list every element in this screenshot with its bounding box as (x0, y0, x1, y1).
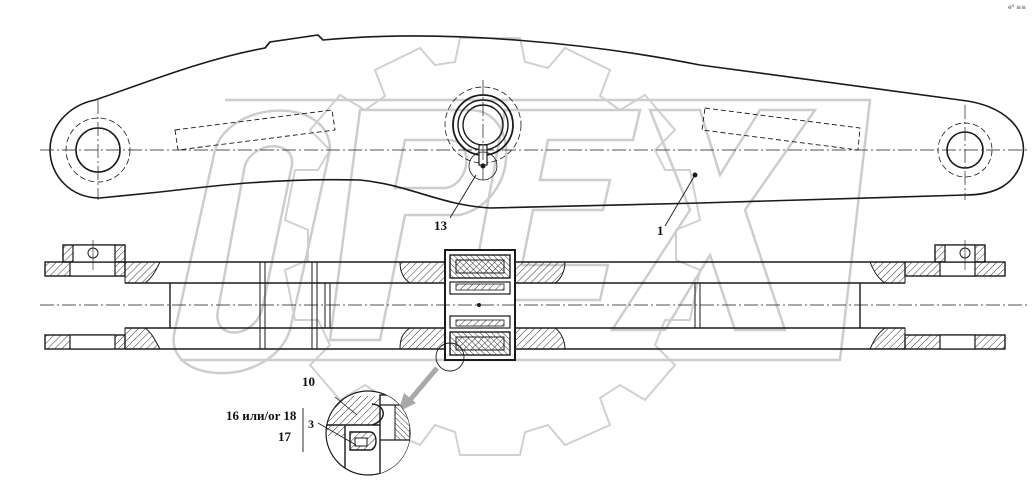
callout-17: 17 (278, 429, 291, 444)
callout-16-or-18: 16 или/or 18 (226, 409, 296, 422)
lever-top-view (49, 34, 1025, 209)
detail-view (302, 390, 411, 476)
callout-10: 10 (302, 374, 315, 389)
callout-16-or-18-text: 16 или/or 18 (226, 408, 297, 423)
leader-lines (449, 172, 698, 227)
detail-arrow (398, 366, 439, 412)
callout-1: 1 (657, 223, 664, 238)
section-view (40, 240, 1030, 372)
centerlines-top (40, 80, 1030, 200)
corner-mark: e⁸ ≡≡ (1007, 4, 1026, 11)
callout-3: 3 (308, 417, 314, 431)
callout-13: 13 (434, 218, 447, 233)
watermark-gear (283, 37, 702, 456)
dashed-slots (174, 107, 861, 151)
